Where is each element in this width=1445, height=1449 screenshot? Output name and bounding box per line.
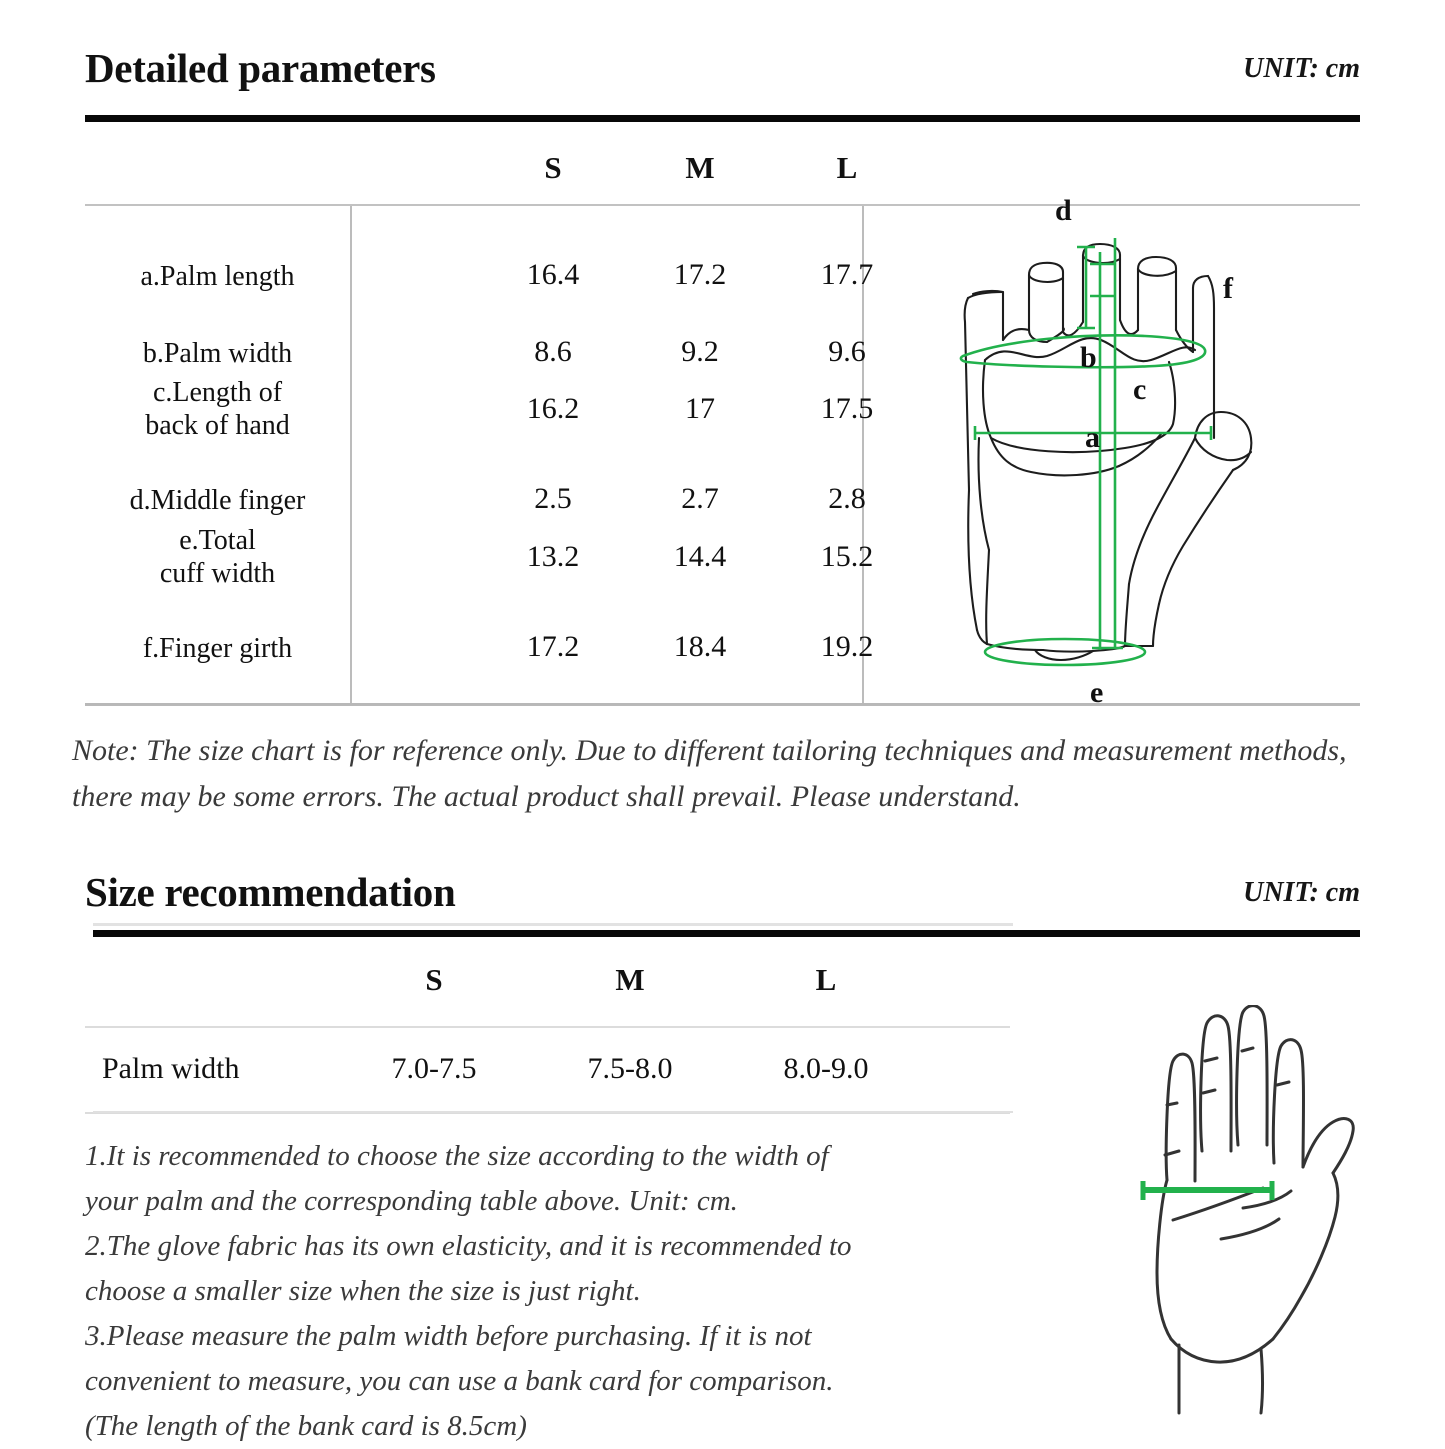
unit-label-detailed: UNIT: cm	[1243, 53, 1360, 84]
table2-header-row: S M L	[85, 950, 1010, 1022]
column-header-m: M	[685, 150, 715, 185]
section2-title: Size recommendation	[85, 869, 456, 915]
row-label-d: d.Middle finger	[129, 485, 306, 516]
row-label-b: b.Palm width	[142, 338, 293, 369]
sizing-tip-1: 1.It is recommended to choose the size a…	[85, 1140, 829, 1217]
glove-label-f: f	[1223, 272, 1234, 305]
row-e-value-l: 15.2	[820, 540, 874, 573]
rec-column-header-m: M	[615, 962, 645, 997]
section2-top-rule	[93, 930, 1360, 937]
rec-column-header-s: S	[425, 962, 443, 997]
glove-label-b: b	[1080, 341, 1097, 374]
row-d-value-s: 2.5	[534, 482, 572, 515]
rec-column-header-l: L	[815, 962, 837, 997]
sizing-tips: 1.It is recommended to choose the size a…	[85, 1134, 975, 1449]
glove-label-e: e	[1090, 676, 1103, 709]
column-header-l: L	[836, 150, 858, 185]
rec-value-s: 7.0-7.5	[391, 1052, 477, 1085]
row-f-value-s: 17.2	[526, 630, 580, 663]
detailed-parameters-table: S M L a.Palm length 16.4 17.2 17.7 b.Pal…	[85, 134, 1360, 706]
row-a-value-m: 17.2	[673, 258, 727, 291]
sizing-tip-2: 2.The glove fabric has its own elasticit…	[85, 1230, 852, 1307]
column-header-s: S	[544, 150, 562, 185]
table1-divider-right	[862, 206, 864, 703]
row-label-c: c.Length of back of hand	[145, 377, 290, 441]
row-label-e: e.Total cuff width	[159, 525, 276, 589]
section2-bottom-rule	[93, 1111, 1013, 1113]
section2-faint-rule	[93, 923, 1013, 926]
row-e-value-s: 13.2	[526, 540, 580, 573]
table2-body: Palm width 7.0-7.5 7.5-8.0 8.0-9.0	[85, 1026, 1010, 1114]
row-c-value-m: 17	[685, 392, 715, 425]
rec-value-m: 7.5-8.0	[587, 1052, 673, 1085]
row-c-value-s: 16.2	[526, 392, 580, 425]
row-c-value-l: 17.5	[820, 392, 874, 425]
glove-label-d: d	[1055, 194, 1072, 227]
table1-divider-left	[350, 206, 352, 703]
row-d-value-m: 2.7	[681, 482, 719, 515]
glove-measurement-diagram: d f b c a e	[955, 190, 1305, 710]
row-a-value-s: 16.4	[526, 258, 580, 291]
row-a-value-l: 17.7	[820, 258, 874, 291]
glove-label-a: a	[1085, 421, 1100, 454]
size-recommendation-header: Size recommendation UNIT: cm	[85, 868, 1360, 916]
row-f-value-m: 18.4	[673, 630, 727, 663]
page-title: Detailed parameters	[85, 45, 436, 91]
row-e-value-m: 14.4	[673, 540, 727, 573]
section1-bottom-rule	[85, 703, 1360, 705]
sizing-tip-3: 3.Please measure the palm width before p…	[85, 1320, 834, 1442]
row-label-f: f.Finger girth	[142, 633, 293, 664]
glove-label-c: c	[1133, 373, 1146, 406]
table1-rows: a.Palm length 16.4 17.2 17.7 b.Palm widt…	[85, 206, 874, 703]
row-b-value-m: 9.2	[681, 335, 719, 368]
table1-body: a.Palm length 16.4 17.2 17.7 b.Palm widt…	[85, 204, 1360, 706]
unit-label-recommendation: UNIT: cm	[1243, 877, 1360, 908]
row-f-value-l: 19.2	[820, 630, 874, 663]
detailed-parameters-header: Detailed parameters UNIT: cm	[85, 44, 1360, 92]
rec-row-label: Palm width	[102, 1052, 240, 1085]
hand-measurement-diagram	[1095, 1005, 1395, 1415]
rec-value-l: 8.0-9.0	[783, 1052, 869, 1085]
row-label-a: a.Palm length	[140, 261, 295, 292]
table1-header-row: S M L	[85, 134, 1360, 198]
row-b-value-s: 8.6	[534, 335, 572, 368]
section1-top-rule	[85, 115, 1360, 122]
reference-note: Note: The size chart is for reference on…	[72, 734, 1347, 813]
row-d-value-l: 2.8	[828, 482, 866, 515]
row-b-value-l: 9.6	[828, 335, 866, 368]
